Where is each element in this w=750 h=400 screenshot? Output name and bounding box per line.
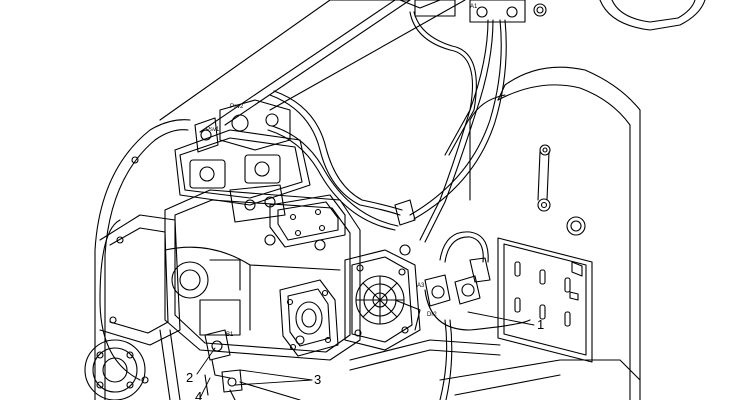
port-label-psv1: Psv1 (206, 127, 220, 133)
machine-frame (439, 0, 706, 400)
pump-top-plate (269, 194, 346, 248)
port-label-a3: A3 (417, 283, 425, 289)
leader-line-3 (239, 369, 313, 381)
hydraulic-hoses (267, 11, 531, 400)
leader-lines (196, 311, 535, 399)
leader-line-2 (196, 347, 216, 375)
leader-line-1 (467, 311, 535, 326)
port-label-dr2: Dr2 (427, 312, 437, 318)
boom-frame (159, 0, 466, 133)
rear-housing (344, 249, 421, 351)
outlet-flange (279, 279, 339, 357)
flywheel-housing (94, 119, 191, 400)
callout-3: 3 (314, 372, 322, 387)
port-label-b1: B1 (226, 332, 234, 338)
hose-fittings (394, 199, 491, 307)
lower-strut (159, 329, 501, 400)
callout-4: 4 (195, 389, 203, 400)
adapter-flange (84, 339, 146, 400)
leader-line-4 (199, 377, 211, 399)
regulator-block (174, 99, 311, 223)
top-valve-block (399, 0, 547, 23)
callout-2: 2 (186, 370, 194, 385)
main-pump-body (164, 189, 361, 361)
port-label-a1: A1 (470, 4, 478, 10)
leader-line-3b (234, 379, 313, 386)
link-rod (537, 144, 551, 212)
port-label-psv2: Psv2 (230, 104, 244, 110)
lower-fittings (204, 329, 301, 400)
callout-1: 1 (537, 317, 545, 332)
mounting-bracket (497, 216, 593, 363)
